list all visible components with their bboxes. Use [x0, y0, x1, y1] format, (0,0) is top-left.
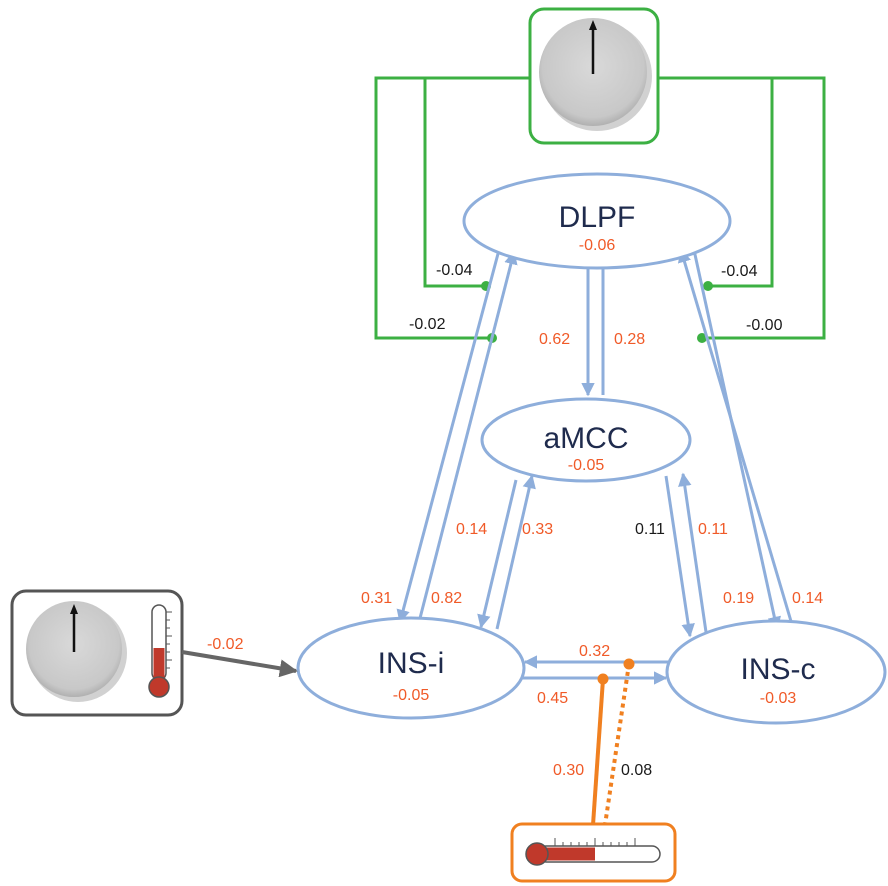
node-ins-c: INS-c -0.03 [665, 619, 887, 725]
mod-label-right-outer: -0.00 [746, 317, 783, 334]
edge-input-to-insi [181, 650, 298, 678]
label-amcc-to-insi: 0.14 [456, 521, 487, 538]
label-amcc-to-dlpf: 0.28 [614, 331, 645, 348]
label-dlpf-to-insi: 0.31 [361, 590, 392, 607]
node-self-value: -0.06 [579, 237, 616, 254]
modulation-dot [597, 673, 609, 685]
clock-icon [539, 18, 652, 131]
edge-dlpf-to-insi [396, 249, 501, 624]
connections [396, 248, 795, 685]
label-thermo-solid: 0.30 [553, 762, 584, 779]
thermometer-icon [148, 604, 172, 698]
node-label: DLPF [559, 201, 636, 234]
edge-insc-to-amcc [678, 472, 708, 633]
label-dlpf-to-amcc: 0.62 [539, 331, 570, 348]
node-label: INS-i [378, 647, 445, 680]
label-dlpf-to-insc: 0.19 [723, 590, 754, 607]
label-amcc-to-insc: 0.11 [635, 521, 665, 538]
clock-modulator-top [528, 7, 660, 145]
mod-label-left-inner: -0.04 [436, 262, 473, 279]
modulation-dot [623, 658, 635, 670]
clock-icon [26, 601, 127, 702]
node-amcc: aMCC -0.05 [480, 397, 692, 483]
label-insi-to-insc: 0.45 [537, 690, 568, 707]
thermometer-icon [525, 838, 661, 866]
edge-insi-to-dlpf [416, 250, 518, 627]
modulation-dot [697, 333, 707, 343]
input-box [10, 589, 184, 717]
modulation-line-solid [591, 678, 605, 826]
modulation-dot [703, 281, 713, 291]
label-insi-to-amcc: 0.33 [522, 521, 553, 538]
node-label: aMCC [543, 422, 628, 455]
label-insc-to-amcc: 0.11 [698, 521, 728, 538]
node-ins-i: INS-i -0.05 [296, 616, 526, 720]
node-self-value: -0.05 [393, 687, 430, 704]
node-self-value: -0.05 [568, 457, 605, 474]
label-insi-to-dlpf: 0.82 [431, 590, 462, 607]
mod-label-left-outer: -0.02 [409, 316, 446, 333]
node-dlpf: DLPF -0.06 [462, 172, 732, 270]
edge-amcc-to-insi [477, 479, 518, 629]
label-insc-to-insi: 0.32 [579, 643, 610, 660]
label-input-to-insi: -0.02 [207, 636, 244, 653]
mod-label-right-inner: -0.04 [721, 263, 758, 280]
node-self-value: -0.03 [760, 690, 797, 707]
label-thermo-dotted: 0.08 [621, 762, 652, 779]
edge-insi-to-amcc [495, 474, 536, 630]
node-label: INS-c [741, 653, 816, 686]
edge-amcc-to-insc [664, 475, 695, 638]
thermo-modulator-bottom [510, 658, 677, 883]
modulation-line-dotted [603, 663, 631, 826]
label-insc-to-dlpf: 0.14 [792, 590, 823, 607]
edge-insc-to-dlpf [677, 248, 795, 629]
edge-dlpf-to-insc [692, 249, 781, 631]
